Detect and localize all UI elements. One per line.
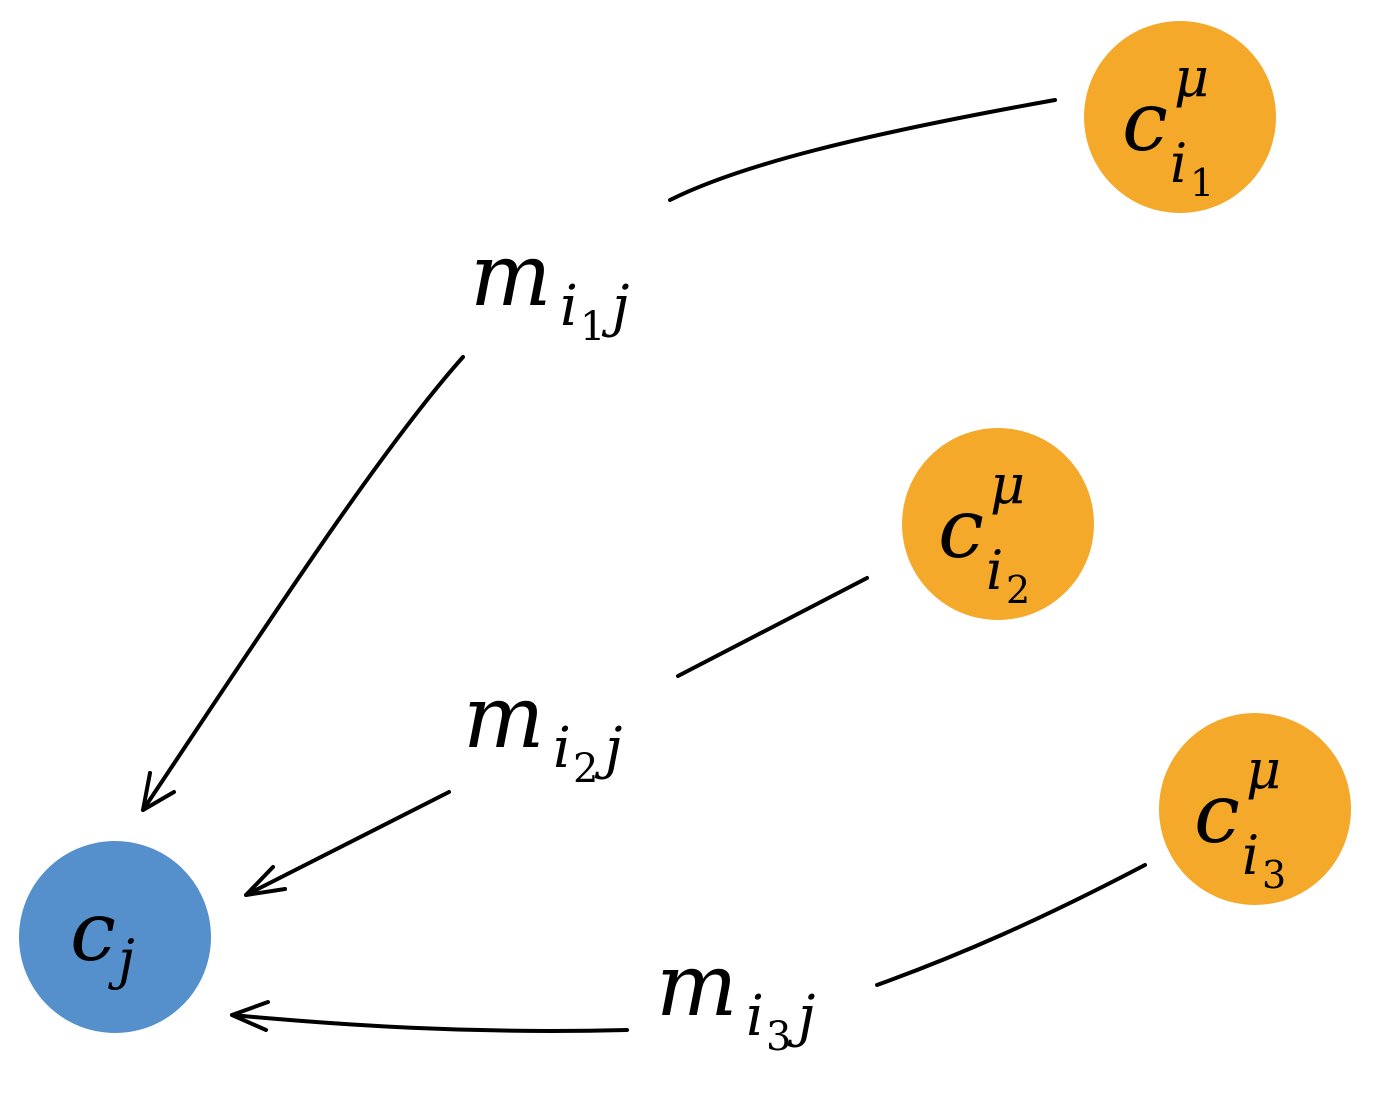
- source-node-2-sup: μ: [990, 453, 1025, 516]
- source-node-3-sup: μ: [1246, 738, 1281, 801]
- message-2-base: m: [463, 668, 545, 768]
- message-1-subsub: 1: [580, 304, 605, 350]
- edge-message-1-to-target: [141, 355, 465, 812]
- message-label-2: m i 2 j: [463, 668, 622, 792]
- arrowhead-1: [141, 771, 176, 812]
- message-label-3: m i 3 j: [656, 936, 815, 1060]
- source-node-2-base: c: [938, 482, 984, 577]
- source-node-3-base: c: [1194, 767, 1240, 862]
- source-node-1-subsub: 1: [1190, 161, 1214, 205]
- message-3-base: m: [656, 936, 738, 1036]
- edges: [141, 98, 1147, 1033]
- message-label-1: m i 1 j: [470, 226, 629, 350]
- message-1-base: m: [470, 226, 552, 326]
- source-node-3-sub: i: [1242, 824, 1259, 887]
- source-node-3-circle: [1159, 713, 1351, 905]
- message-1-sub: i: [560, 274, 578, 339]
- source-node-1-circle: [1084, 21, 1276, 213]
- source-node-1-sub: i: [1170, 132, 1187, 195]
- edge-message-3-to-target: [230, 1013, 629, 1033]
- source-node-2: c μ i 2: [902, 428, 1094, 620]
- source-node-2-sub: i: [986, 539, 1003, 602]
- message-2-sub: i: [553, 716, 571, 781]
- edge-source-2-to-message-2: [676, 576, 869, 678]
- edge-source-1-to-message-1: [668, 98, 1057, 202]
- source-node-2-subsub: 2: [1006, 568, 1030, 612]
- target-node-circle: [19, 841, 211, 1033]
- source-node-1-sup: μ: [1174, 46, 1209, 109]
- message-2-subsub: 2: [573, 746, 598, 792]
- source-node-2-circle: [902, 428, 1094, 620]
- arrowhead-3: [230, 1000, 270, 1032]
- source-node-1-base: c: [1122, 75, 1168, 170]
- message-3-subsub: 3: [766, 1014, 791, 1060]
- source-node-3: c μ i 3: [1159, 713, 1351, 905]
- edge-message-2-to-target: [244, 790, 451, 897]
- target-node-base: c: [70, 885, 116, 980]
- arrowhead-2: [244, 865, 287, 897]
- target-node: c j: [19, 841, 211, 1033]
- source-node-3-subsub: 3: [1262, 853, 1286, 897]
- edge-source-3-to-message-3: [875, 863, 1147, 987]
- message-3-sub: i: [746, 984, 764, 1049]
- source-node-1: c μ i 1: [1084, 21, 1276, 213]
